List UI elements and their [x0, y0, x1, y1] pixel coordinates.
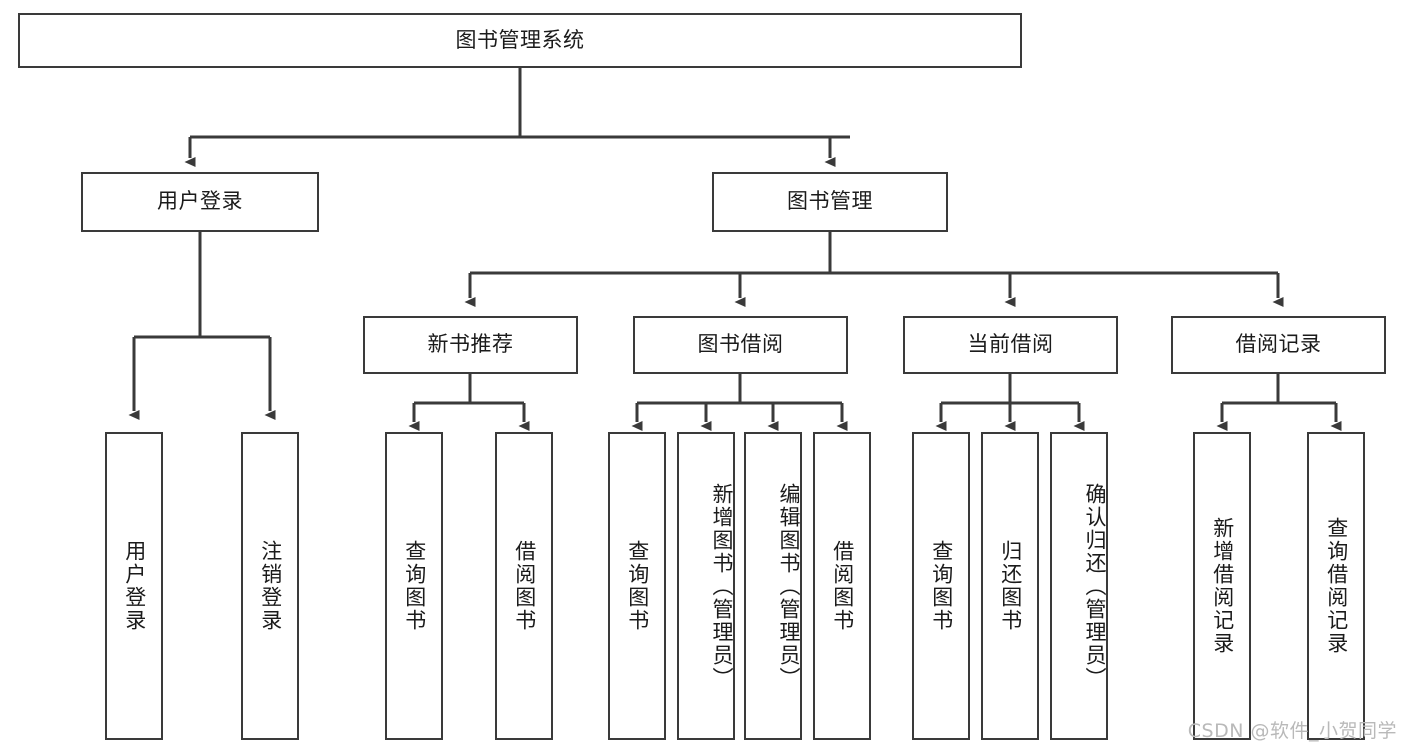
- node-current-borrow[interactable]: 当前借阅: [903, 316, 1118, 374]
- node-label: 借阅图书: [830, 540, 855, 632]
- node-book-borrow[interactable]: 图书借阅: [633, 316, 848, 374]
- node-label: 查询图书: [625, 540, 650, 632]
- node-label: 当前借阅: [967, 332, 1054, 357]
- node-label: 查询图书: [929, 540, 954, 632]
- node-label: 图书管理: [787, 189, 873, 214]
- node-leaf-return-book[interactable]: 归还图书: [981, 432, 1039, 740]
- node-borrow-record[interactable]: 借阅记录: [1171, 316, 1386, 374]
- node-label: 借阅图书: [512, 540, 537, 632]
- node-label: 用户登录: [122, 540, 147, 632]
- node-leaf-confirm-return[interactable]: 确认归还（管理员）: [1050, 432, 1108, 740]
- node-label: 注销登录: [258, 540, 283, 632]
- node-leaf-query-book-2[interactable]: 查询图书: [608, 432, 666, 740]
- node-label: 查询图书: [402, 540, 427, 632]
- node-label: 编辑图书（管理员）: [777, 482, 801, 690]
- node-leaf-edit-book[interactable]: 编辑图书（管理员）: [744, 432, 802, 740]
- node-label: 确认归还（管理员）: [1083, 482, 1107, 690]
- node-new-book-recommend[interactable]: 新书推荐: [363, 316, 578, 374]
- node-label: 图书管理系统: [455, 27, 585, 52]
- node-label: 新增借阅记录: [1210, 517, 1235, 655]
- node-leaf-user-logout[interactable]: 注销登录: [241, 432, 299, 740]
- node-user-login[interactable]: 用户登录: [81, 172, 319, 232]
- node-label: 归还图书: [998, 540, 1023, 632]
- node-leaf-add-record[interactable]: 新增借阅记录: [1193, 432, 1251, 740]
- node-label: 查询借阅记录: [1324, 517, 1349, 655]
- node-leaf-query-record[interactable]: 查询借阅记录: [1307, 432, 1365, 740]
- node-label: 新书推荐: [427, 332, 514, 357]
- node-leaf-user-login[interactable]: 用户登录: [105, 432, 163, 740]
- node-label: 借阅记录: [1235, 332, 1322, 357]
- node-leaf-borrow-book-1[interactable]: 借阅图书: [495, 432, 553, 740]
- node-leaf-query-book-3[interactable]: 查询图书: [912, 432, 970, 740]
- node-label: 图书借阅: [697, 332, 784, 357]
- node-book-manage[interactable]: 图书管理: [712, 172, 948, 232]
- node-leaf-query-book-1[interactable]: 查询图书: [385, 432, 443, 740]
- node-root-book-management-system[interactable]: 图书管理系统: [18, 13, 1022, 68]
- csdn-watermark: CSDN @软件_小贺同学: [1187, 720, 1397, 742]
- node-label: 用户登录: [157, 189, 243, 214]
- node-label: 新增图书（管理员）: [710, 482, 734, 690]
- node-leaf-borrow-book-2[interactable]: 借阅图书: [813, 432, 871, 740]
- node-leaf-add-book[interactable]: 新增图书（管理员）: [677, 432, 735, 740]
